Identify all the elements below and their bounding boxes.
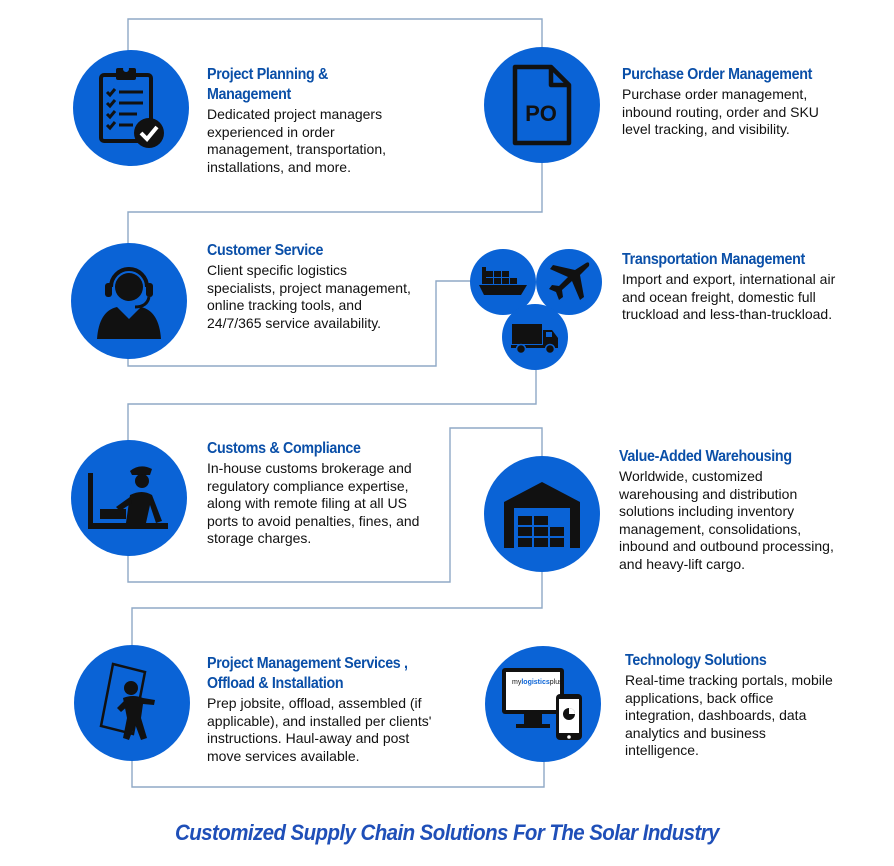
screen-brand-suffix: plus bbox=[550, 679, 563, 686]
customer-service-desc: Client specific logistics specialists, p… bbox=[207, 262, 411, 331]
technology-desc: Real-time tracking portals, mobile appli… bbox=[625, 672, 833, 758]
customs-title: Customs & Compliance bbox=[207, 440, 361, 457]
purchase-order-block: Purchase Order Management Purchase order… bbox=[622, 65, 837, 139]
transportation-block: Transportation Management Import and exp… bbox=[622, 250, 837, 324]
warehousing-title: Value-Added Warehousing bbox=[619, 448, 792, 465]
customs-icon-circle bbox=[71, 440, 187, 556]
purchase-order-icon-circle: PO bbox=[484, 47, 600, 163]
screen-brand-prefix: my bbox=[512, 679, 522, 686]
transportation-title: Transportation Management bbox=[622, 251, 805, 268]
po-document-icon: PO bbox=[512, 64, 572, 146]
customer-service-title: Customer Service bbox=[207, 242, 324, 259]
airplane-icon bbox=[549, 262, 590, 300]
technology-block: Technology Solutions Real-time tracking … bbox=[625, 651, 840, 760]
truck-icon-circle bbox=[502, 304, 568, 370]
airplane-icon-circle bbox=[536, 249, 602, 315]
customs-block: Customs & Compliance In-house customs br… bbox=[207, 439, 437, 548]
customs-desc: In-house customs brokerage and regulator… bbox=[207, 460, 420, 546]
customs-officer-icon bbox=[88, 466, 168, 529]
installation-title-line2: Offload & Installation bbox=[207, 675, 344, 692]
footer-title: Customized Supply Chain Solutions For Th… bbox=[175, 820, 720, 845]
customer-service-block: Customer Service Client specific logisti… bbox=[207, 241, 412, 332]
technology-title: Technology Solutions bbox=[625, 652, 767, 669]
svg-text:mylogisticsplus: mylogisticsplus bbox=[512, 679, 563, 686]
warehousing-block: Value-Added Warehousing Worldwide, custo… bbox=[619, 447, 839, 573]
monitor-phone-icon: mylogisticsplus bbox=[502, 668, 582, 740]
installation-title-line1: Project Management Services , bbox=[207, 655, 408, 672]
planning-block: Project Planning & Management Dedicated … bbox=[207, 65, 417, 176]
planning-icon-circle bbox=[73, 50, 189, 166]
ship-icon bbox=[479, 267, 527, 295]
worker-carrying-panel-icon bbox=[99, 662, 155, 740]
truck-icon bbox=[511, 324, 558, 354]
screen-brand-name: logistics bbox=[521, 679, 550, 686]
installation-block: Project Management Services , Offload & … bbox=[207, 654, 437, 765]
po-label: PO bbox=[525, 101, 557, 126]
headset-agent-icon bbox=[97, 267, 161, 339]
installation-icon-circle bbox=[74, 645, 190, 761]
purchase-order-desc: Purchase order management, inbound routi… bbox=[622, 86, 819, 137]
warehousing-icon-circle bbox=[484, 456, 600, 572]
purchase-order-title: Purchase Order Management bbox=[622, 66, 813, 83]
warehouse-icon bbox=[504, 482, 580, 548]
planning-title: Project Planning & Management bbox=[207, 66, 328, 103]
ship-icon-circle bbox=[470, 249, 536, 315]
installation-desc: Prep jobsite, offload, assembled (if app… bbox=[207, 695, 432, 764]
clipboard-checklist-icon bbox=[99, 66, 164, 148]
transportation-desc: Import and export, international air and… bbox=[622, 271, 836, 322]
planning-desc: Dedicated project managers experienced i… bbox=[207, 106, 386, 175]
technology-icon-circle: mylogisticsplus bbox=[485, 646, 601, 762]
warehousing-desc: Worldwide, customized warehousing and di… bbox=[619, 468, 834, 572]
customer-service-icon-circle bbox=[71, 243, 187, 359]
